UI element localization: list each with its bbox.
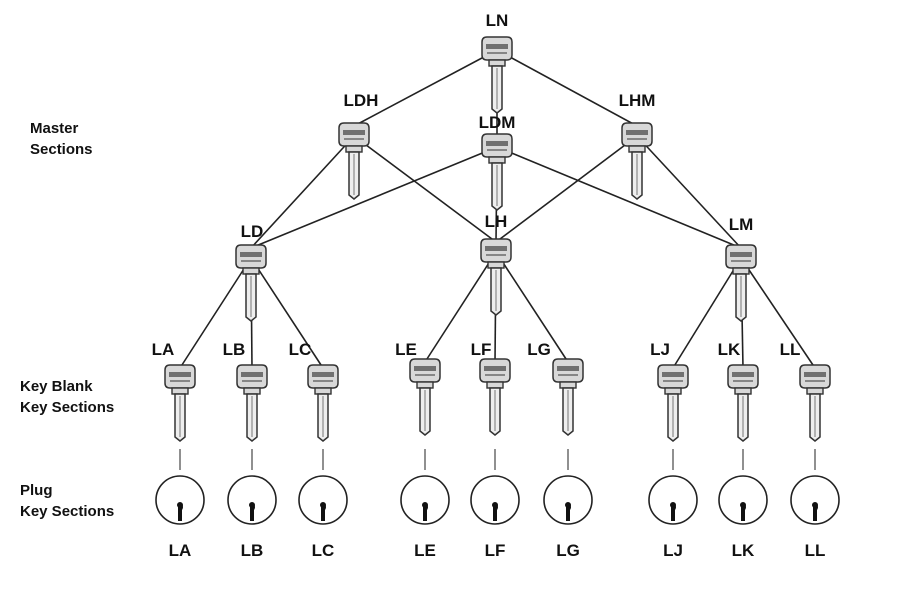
node-label-lg: LG bbox=[527, 340, 551, 359]
edge-lm-lj bbox=[672, 257, 742, 369]
edge-ln-ldh bbox=[353, 49, 498, 127]
key-icon-lm bbox=[725, 244, 757, 322]
plug-label-lc: LC bbox=[312, 541, 335, 560]
plug-label-lk: LK bbox=[732, 541, 755, 560]
edge-lh-lg bbox=[495, 251, 569, 363]
node-label-lm: LM bbox=[729, 215, 754, 234]
edge-ldm-ld bbox=[250, 146, 498, 249]
edge-ld-lc bbox=[250, 257, 324, 369]
key-icon-lh bbox=[480, 238, 512, 316]
node-label-lhm: LHM bbox=[619, 91, 656, 110]
edge-lh-le bbox=[424, 251, 497, 363]
plugs-layer bbox=[155, 449, 840, 525]
plug-label-line1: Plug bbox=[20, 482, 53, 499]
key-icon-le bbox=[409, 358, 441, 436]
plug-icon-lf bbox=[470, 449, 520, 525]
edge-ln-lhm bbox=[496, 49, 638, 127]
node-label-lj: LJ bbox=[650, 340, 670, 359]
key-blank-label-line2: Key Sections bbox=[20, 399, 115, 416]
plug-sections-label: Plug Key Sections bbox=[20, 480, 114, 522]
key-blank-label-line1: Key Blank bbox=[20, 378, 93, 395]
key-icon-lc bbox=[307, 364, 339, 442]
labels-layer: LN LDH LDM LHM LD LH LM LA LB LC LE LF LG LJ LK LL LA LB L… bbox=[152, 11, 826, 560]
master-label-line2: Sections bbox=[30, 141, 93, 158]
node-label-ldh: LDH bbox=[344, 91, 379, 110]
edge-lhm-lm bbox=[636, 135, 742, 249]
edge-lm-ll bbox=[740, 257, 816, 369]
key-icon-lhm bbox=[621, 122, 653, 200]
key-blank-sections-label: Key Blank Key Sections bbox=[20, 376, 114, 418]
key-icon-ldh bbox=[338, 122, 370, 200]
node-label-lb: LB bbox=[223, 340, 246, 359]
edge-lhm-lh bbox=[495, 135, 638, 243]
key-icon-lk bbox=[727, 364, 759, 442]
plug-label-la: LA bbox=[169, 541, 192, 560]
plug-icon-lg bbox=[543, 449, 593, 525]
node-label-ld: LD bbox=[241, 222, 264, 241]
plug-icon-lb bbox=[227, 449, 277, 525]
key-icon-lj bbox=[657, 364, 689, 442]
node-label-le: LE bbox=[395, 340, 417, 359]
plug-label-lg: LG bbox=[556, 541, 580, 560]
plug-icon-lc bbox=[298, 449, 348, 525]
edge-ld-la bbox=[179, 257, 252, 369]
node-label-lk: LK bbox=[718, 340, 741, 359]
node-label-lc: LC bbox=[289, 340, 312, 359]
plug-label-le: LE bbox=[414, 541, 436, 560]
plug-icon-lj bbox=[648, 449, 698, 525]
plug-icon-lk bbox=[718, 449, 768, 525]
node-label-ldm: LDM bbox=[479, 113, 516, 132]
key-icon-lg bbox=[552, 358, 584, 436]
plug-label-line2: Key Sections bbox=[20, 503, 115, 520]
edge-ldh-ld bbox=[250, 135, 355, 249]
node-label-la: LA bbox=[152, 340, 175, 359]
plug-label-lf: LF bbox=[485, 541, 506, 560]
key-icon-ld bbox=[235, 244, 267, 322]
keys-layer bbox=[164, 36, 831, 442]
master-label-line1: Master bbox=[30, 120, 79, 137]
plug-label-ll: LL bbox=[805, 541, 826, 560]
edge-ldm-lm bbox=[496, 146, 742, 249]
key-icon-ldm bbox=[481, 133, 513, 211]
master-sections-label: Master Sections bbox=[30, 118, 93, 160]
key-icon-la bbox=[164, 364, 196, 442]
key-icon-ln bbox=[481, 36, 513, 114]
plug-icon-la bbox=[155, 449, 205, 525]
plug-label-lb: LB bbox=[241, 541, 264, 560]
key-icon-lf bbox=[479, 358, 511, 436]
node-label-lh: LH bbox=[485, 212, 508, 231]
node-label-lf: LF bbox=[471, 340, 492, 359]
plug-label-lj: LJ bbox=[663, 541, 683, 560]
node-label-ll: LL bbox=[780, 340, 801, 359]
key-icon-lb bbox=[236, 364, 268, 442]
plug-icon-ll bbox=[790, 449, 840, 525]
node-label-ln: LN bbox=[486, 11, 509, 30]
key-icon-ll bbox=[799, 364, 831, 442]
plug-icon-le bbox=[400, 449, 450, 525]
edge-ldh-lh bbox=[353, 135, 497, 243]
